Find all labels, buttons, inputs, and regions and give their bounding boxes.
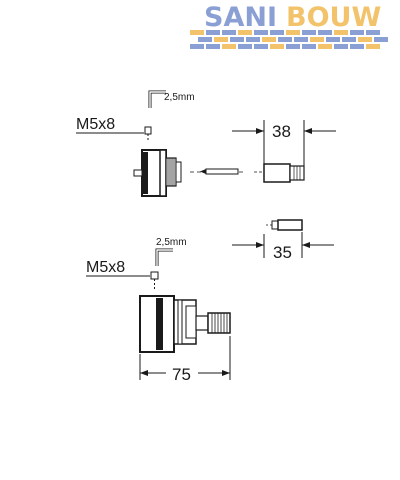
bottom-dimension-label: 75 [172, 365, 191, 384]
middle-spindle-group: 35 [232, 219, 334, 262]
top-screw-icon [144, 126, 152, 142]
bottom-screw-label: M5x8 [86, 259, 125, 276]
top-dimension-label: 38 [272, 122, 291, 141]
logo-brick-pattern [190, 30, 388, 49]
bottom-dimension-75: 75 [139, 336, 231, 384]
bottom-hex-key-label: 2,5mm [156, 237, 187, 248]
top-extension-piece [254, 163, 305, 183]
top-dimension-38: 38 [232, 120, 336, 166]
bottom-assembly: 2,5mm M5x8 [86, 237, 231, 384]
logo-word-bouw: BOUW [286, 2, 381, 33]
middle-dimension-label: 35 [273, 243, 292, 262]
top-screw-label: M5x8 [76, 116, 115, 133]
top-extension-pin [190, 168, 246, 175]
bottom-hex-key-icon [155, 248, 173, 266]
top-hex-key-label: 2,5mm [164, 92, 195, 103]
middle-dimension-35: 35 [232, 232, 334, 262]
top-assembly: 2,5mm M5x8 [76, 90, 336, 197]
sani-bouw-logo: SANI BOUW [190, 2, 388, 49]
top-cartridge-body [133, 149, 182, 197]
logo-word-sani: SANI [204, 2, 277, 33]
middle-spindle [266, 219, 303, 231]
bottom-cartridge-body [139, 295, 231, 353]
bottom-screw-icon [150, 271, 159, 290]
